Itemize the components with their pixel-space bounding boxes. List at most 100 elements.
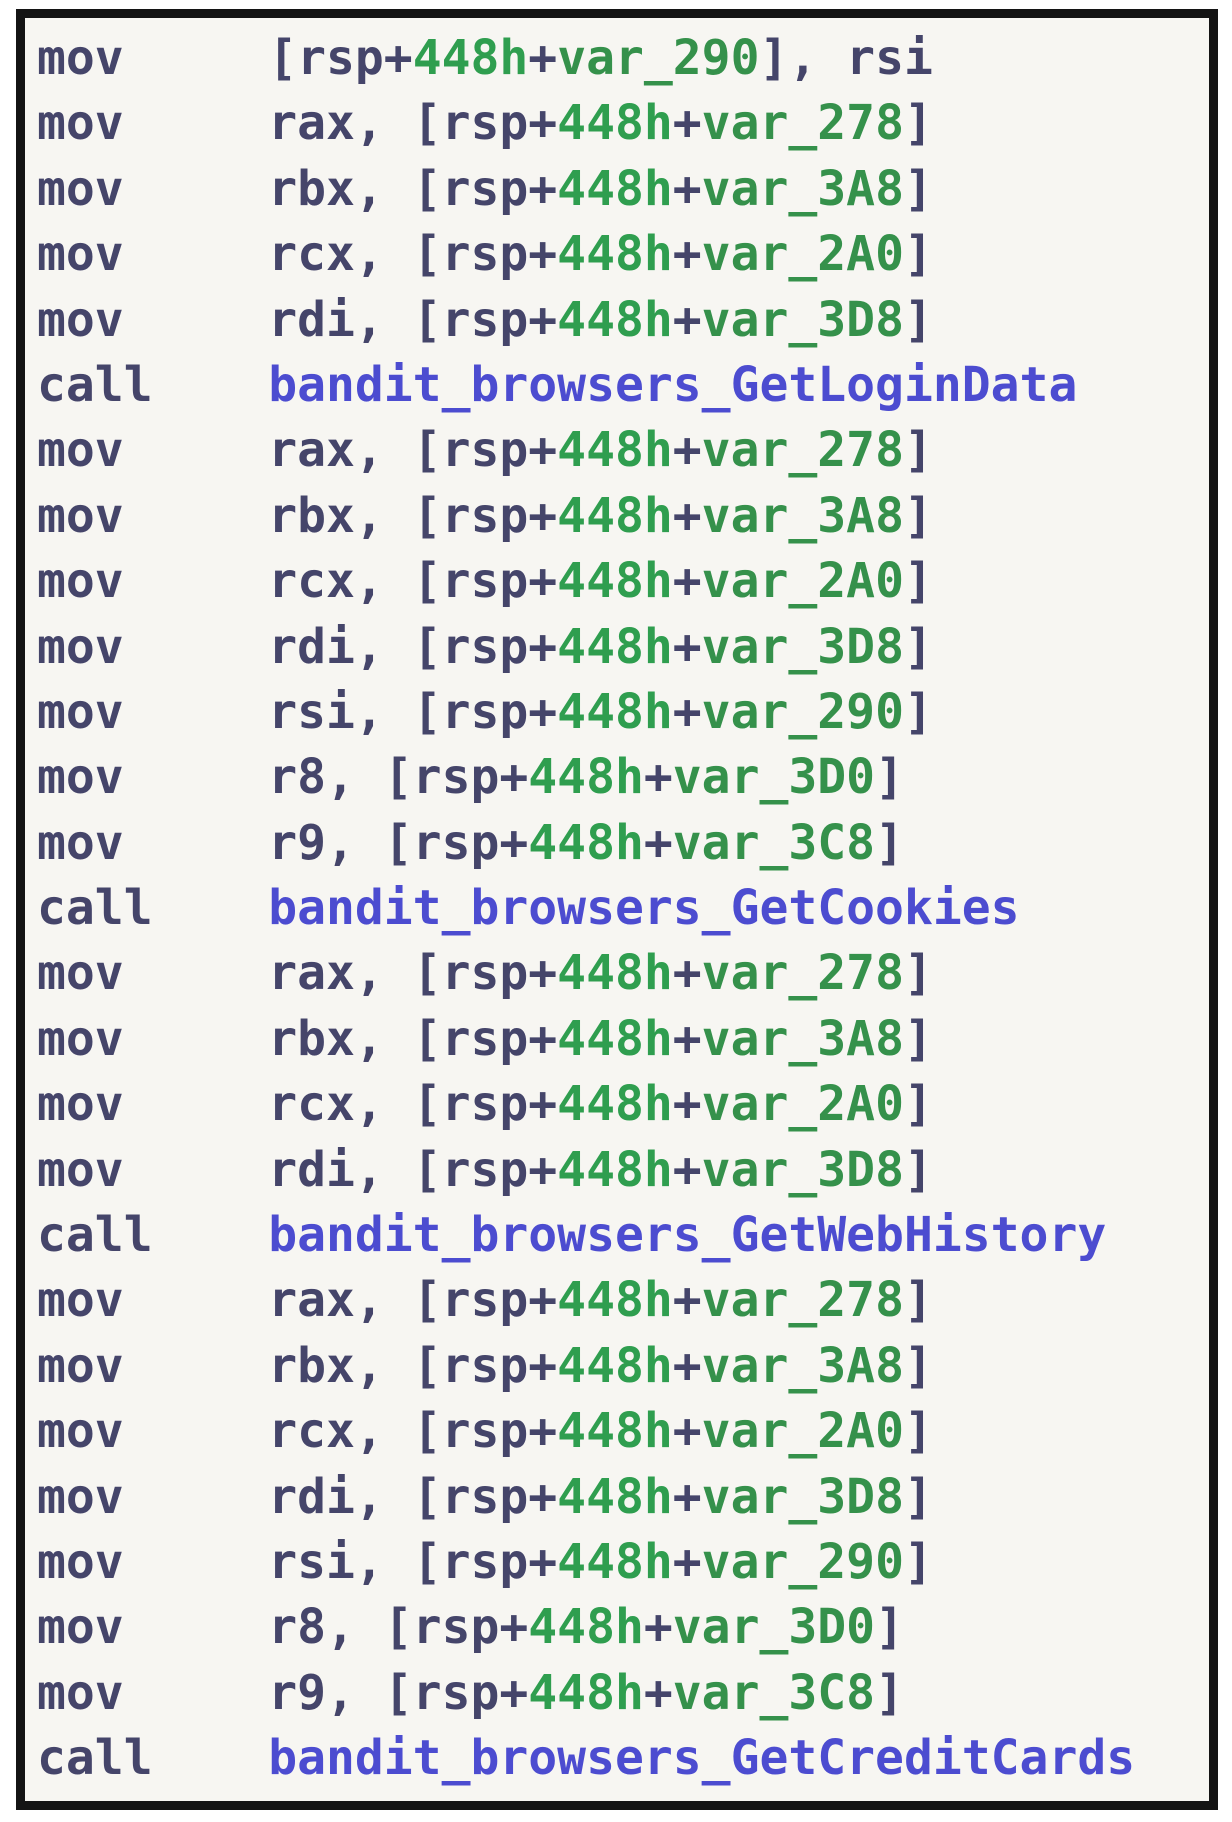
asm-operand-text: +	[643, 1599, 673, 1656]
asm-operand-text: +	[643, 749, 673, 806]
asm-stack-variable[interactable]: var_2A0	[701, 1076, 904, 1133]
asm-mnemonic: mov	[37, 1337, 124, 1394]
asm-stack-variable[interactable]: var_278	[701, 945, 904, 1002]
asm-stack-variable[interactable]: var_3D8	[701, 1141, 904, 1198]
asm-operand-text: ]	[903, 553, 933, 610]
asm-stack-variable[interactable]: var_3D8	[701, 618, 904, 675]
asm-operand-text: r9, [rsp+	[268, 1664, 529, 1721]
asm-operand-text: ]	[903, 1468, 933, 1525]
asm-operand-text: rax, [rsp+	[268, 95, 558, 152]
asm-stack-variable[interactable]: var_3D8	[701, 1468, 904, 1525]
asm-stack-variable[interactable]: var_290	[701, 1533, 904, 1590]
asm-stack-variable[interactable]: var_290	[701, 683, 904, 740]
asm-hex-number: 448h	[557, 945, 673, 1002]
asm-stack-variable[interactable]: var_290	[557, 30, 760, 86]
asm-hex-number: 448h	[528, 814, 644, 871]
asm-hex-number: 448h	[557, 1403, 673, 1460]
asm-line[interactable]: mov[rsp+448h+var_290], rsi	[37, 26, 1209, 91]
asm-stack-variable[interactable]: var_3A8	[701, 487, 904, 544]
asm-operand-text: ]	[903, 160, 933, 217]
asm-operand-text: +	[672, 1141, 702, 1198]
asm-stack-variable[interactable]: var_2A0	[701, 553, 904, 610]
asm-mnemonic: mov	[37, 945, 124, 1002]
asm-operand-text: +	[643, 814, 673, 871]
asm-operand-text: ]	[903, 226, 933, 283]
asm-stack-variable[interactable]: var_3A8	[701, 160, 904, 217]
asm-line[interactable]: call bandit_browsers_GetWebHistory	[37, 1203, 1209, 1268]
asm-mnemonic: call	[37, 356, 153, 413]
asm-operand-text: +	[672, 1533, 702, 1590]
asm-function-name[interactable]: bandit_browsers_GetCookies	[268, 880, 1020, 937]
asm-stack-variable[interactable]: var_3D0	[672, 1599, 876, 1656]
asm-stack-variable[interactable]: var_278	[701, 422, 904, 479]
asm-stack-variable[interactable]: var_3D0	[672, 749, 876, 806]
asm-operand-text: +	[672, 1403, 702, 1460]
asm-stack-variable[interactable]: var_2A0	[701, 226, 904, 283]
asm-stack-variable[interactable]: var_278	[701, 95, 904, 152]
asm-hex-number: 448h	[528, 749, 644, 806]
asm-hex-number: 448h	[557, 1141, 673, 1198]
asm-mnemonic: mov	[37, 553, 124, 610]
asm-operand-text: +	[528, 30, 558, 86]
asm-mnemonic: mov	[37, 1468, 124, 1525]
asm-operand-text: +	[672, 553, 702, 610]
asm-stack-variable[interactable]: var_3A8	[701, 1010, 904, 1067]
asm-function-name[interactable]: bandit_browsers_GetWebHistory	[268, 1207, 1107, 1264]
asm-operand-text: ]	[903, 1076, 933, 1133]
asm-stack-variable[interactable]: var_278	[701, 1272, 904, 1329]
asm-operand-text: ]	[903, 1272, 933, 1329]
asm-mnemonic: mov	[37, 160, 124, 217]
asm-hex-number: 448h	[557, 1468, 673, 1525]
asm-operand-text: +	[672, 1468, 702, 1525]
asm-function-name[interactable]: bandit_browsers_GetLoginData	[268, 356, 1078, 413]
asm-stack-variable[interactable]: var_3C8	[672, 814, 876, 871]
asm-stack-variable[interactable]: var_3C8	[672, 1664, 876, 1721]
asm-hex-number: 448h	[557, 1010, 673, 1067]
asm-function-name[interactable]: bandit_browsers_GetCreditCards	[268, 1730, 1136, 1787]
asm-hex-number: 448h	[557, 1272, 673, 1329]
asm-operand-text: rax, [rsp+	[268, 945, 558, 1002]
asm-mnemonic: mov	[37, 1076, 124, 1133]
asm-stack-variable[interactable]: var_2A0	[701, 1403, 904, 1460]
asm-hex-number: 448h	[557, 618, 673, 675]
asm-operand-text: +	[672, 160, 702, 217]
asm-stack-variable[interactable]: var_3D8	[701, 291, 904, 348]
asm-hex-number: 448h	[528, 1599, 644, 1656]
asm-mnemonic: mov	[37, 814, 124, 871]
asm-mnemonic: mov	[37, 95, 124, 152]
asm-mnemonic: mov	[37, 1533, 124, 1590]
asm-mnemonic: call	[37, 1207, 153, 1264]
asm-hex-number: 448h	[557, 1533, 673, 1590]
asm-line[interactable]: call bandit_browsers_GetLoginData	[37, 353, 1209, 418]
asm-operand-text: ], rsi	[759, 30, 933, 86]
asm-operand-text: ]	[903, 618, 933, 675]
asm-stack-variable[interactable]: var_3A8	[701, 1337, 904, 1394]
